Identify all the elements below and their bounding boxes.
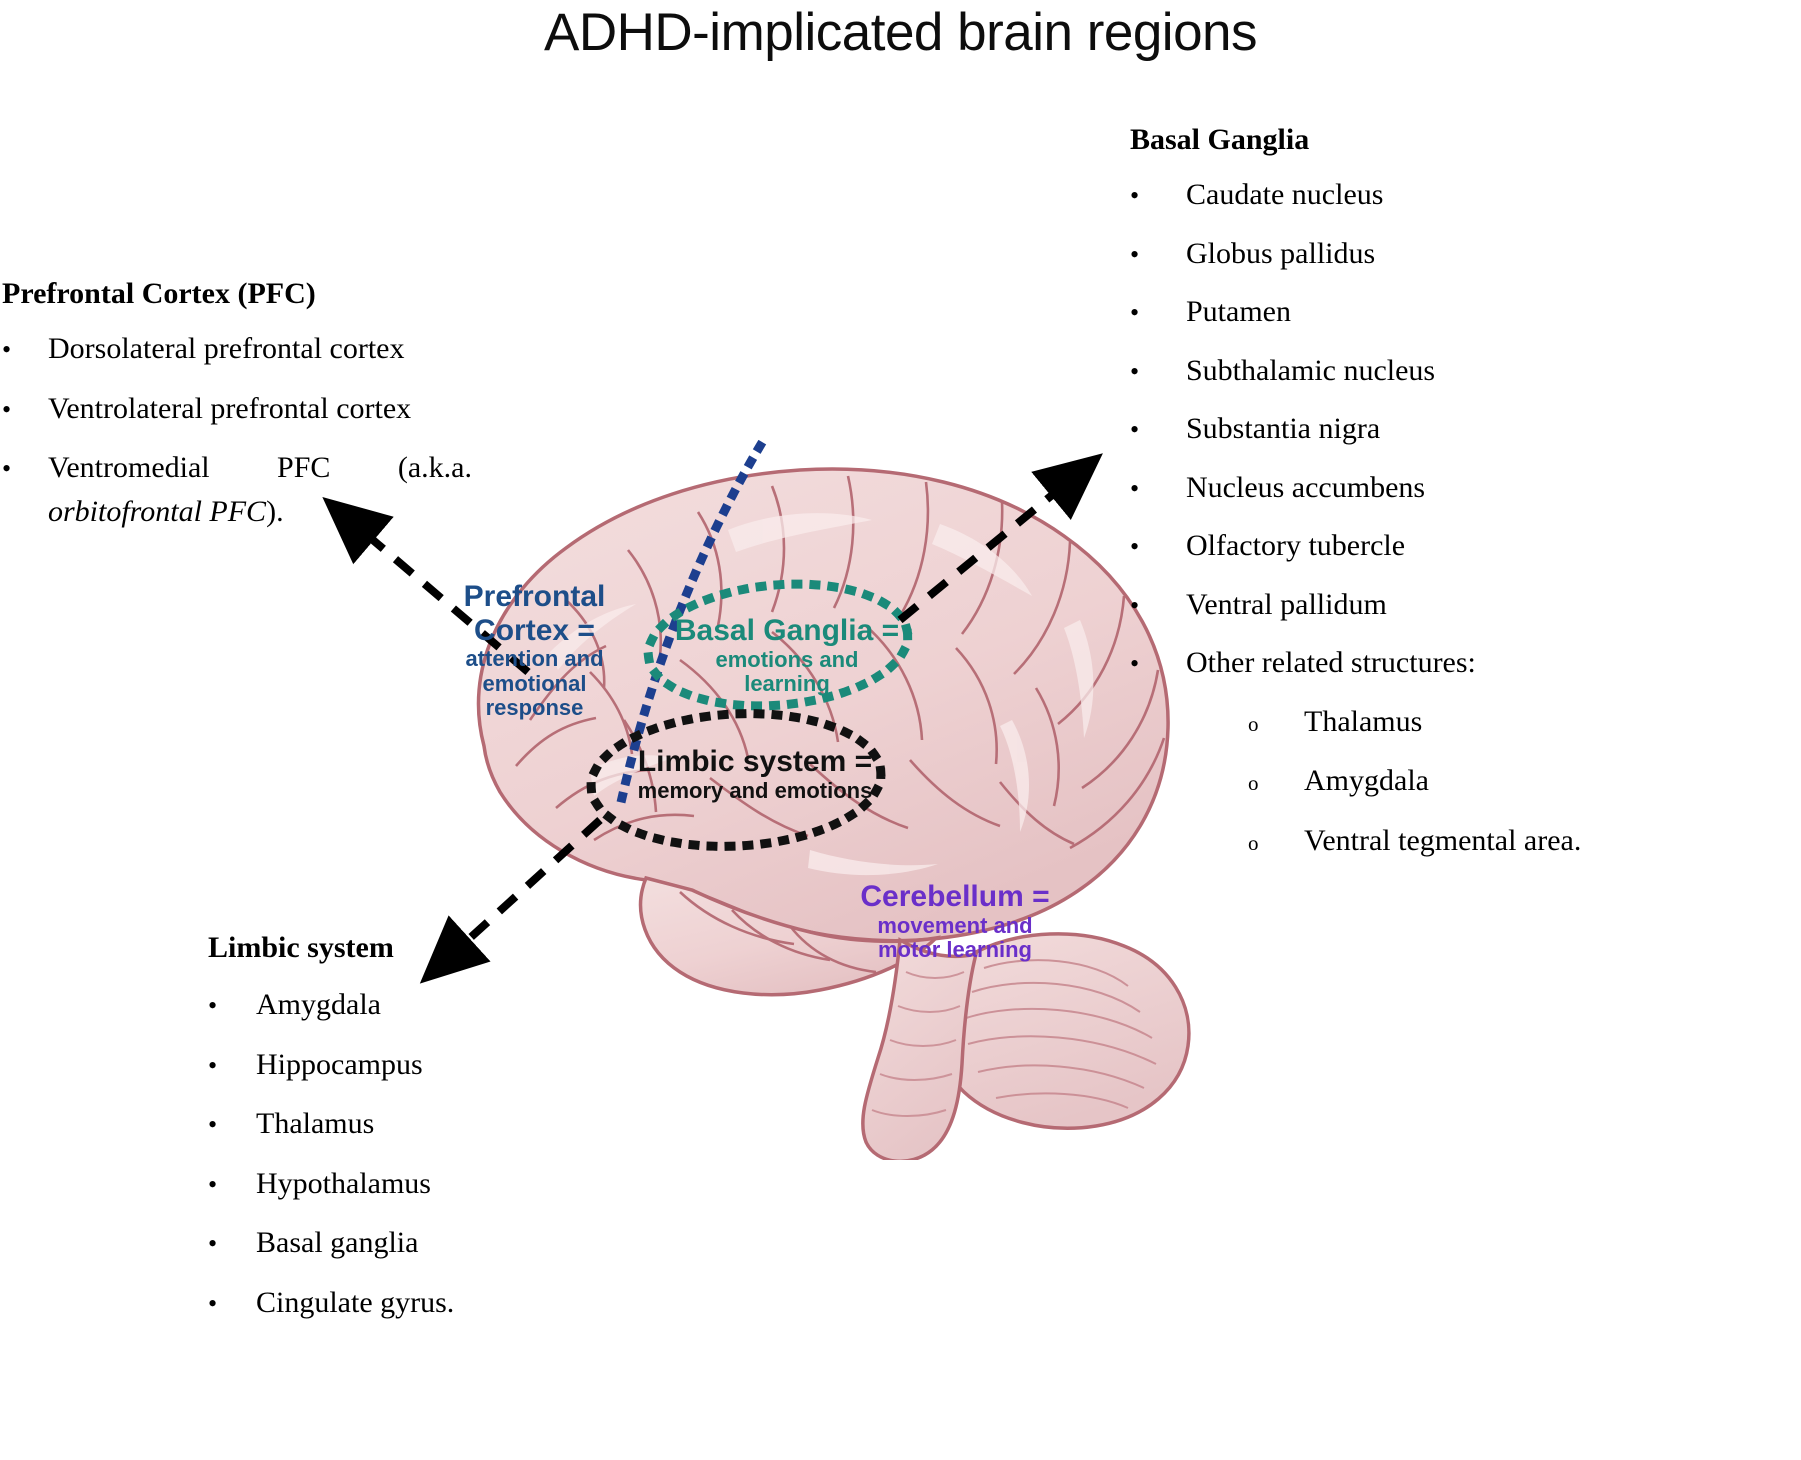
figure-label-cerebellum-title: Cerebellum = [860, 880, 1050, 913]
list-item-word-3: (a.k.a. [397, 451, 472, 484]
list-item: • Olfactory tubercle [1130, 527, 1801, 565]
figure-label-bg-detail: emotions and learning [715, 646, 859, 697]
limbic-system-list: Limbic system • Amygdala • Hippocampus •… [208, 930, 728, 1321]
figure-label-bg-title: Basal Ganglia = [674, 614, 900, 647]
list-item-label: Globus pallidus [1186, 236, 1376, 270]
list-item: • Other related structures: [1130, 644, 1801, 682]
bullet-icon: • [1130, 532, 1140, 561]
list-item: • Substantia nigra [1130, 410, 1801, 448]
sub-list-item-label: Ventral tegmental area. [1304, 823, 1582, 857]
list-item-label: Other related structures: [1186, 646, 1476, 679]
list-item: • Putamen [1130, 293, 1801, 331]
list-item-word-2: PFC [277, 451, 331, 484]
bullet-icon: • [2, 394, 12, 424]
figure-label-cerebellum: Cerebellum = movement and motor learning [855, 880, 1055, 963]
bullet-icon: • [2, 335, 12, 364]
list-item-label: Subthalamic nucleus [1186, 353, 1436, 387]
list-item: • Nucleus accumbens [1130, 469, 1801, 507]
list-item-continuation-tail: ). [266, 494, 284, 528]
list-item-label: Thalamus [256, 1107, 375, 1140]
figure-label-prefrontal-cortex: Prefrontal Cortex = attention and emotio… [447, 580, 622, 721]
list-item-label: Ventral pallidum [1186, 587, 1387, 621]
list-item: • Globus pallidus [1130, 235, 1801, 273]
figure-label-limbic-system: Limbic system = memory and emotions [630, 745, 880, 803]
figure-label-limbic-detail: memory and emotions [637, 777, 873, 803]
list-item: • Ventrolateral prefrontal cortex [2, 390, 472, 428]
list-item: • Ventromedial PFC (a.k.a. [2, 449, 472, 487]
list-item: • Ventral pallidum [1130, 586, 1801, 624]
list-item: • Dorsolateral prefrontal cortex [2, 330, 472, 368]
list-item-label: Substantia nigra [1186, 412, 1381, 445]
list-item-label: Basal ganglia [256, 1226, 419, 1259]
list-item-label: Hippocampus [256, 1047, 423, 1081]
figure-label-basal-ganglia: Basal Ganglia = emotions and learning [672, 614, 902, 697]
bullet-icon: • [1130, 473, 1140, 503]
list-item: • Amygdala [208, 986, 728, 1024]
bullet-icon: • [1130, 415, 1140, 444]
list-item: • Basal ganglia [208, 1224, 728, 1262]
bullet-icon: • [208, 1110, 218, 1139]
list-item: • Subthalamic nucleus [1130, 352, 1801, 390]
list-item-label: Hypothalamus [256, 1166, 431, 1200]
figure-label-limbic-title: Limbic system = [637, 745, 873, 778]
basal-ganglia-heading: Basal Ganglia [1130, 123, 1310, 156]
bullet-icon: • [1130, 590, 1140, 620]
limbic-heading: Limbic system [208, 931, 394, 964]
list-item-label: Cingulate gyrus. [256, 1285, 455, 1319]
list-item-label: Olfactory tubercle [1186, 529, 1406, 562]
bullet-icon: • [208, 1050, 218, 1080]
sub-bullet-icon: o [1248, 771, 1259, 795]
bullet-icon: • [208, 1229, 218, 1258]
list-item-label: Ventromedial PFC (a.k.a. [48, 449, 472, 487]
sub-list-item-label: Thalamus [1304, 704, 1423, 738]
list-item-word-1: Ventromedial [48, 451, 210, 484]
list-item-continuation: orbitofrontal PFC). [48, 493, 472, 531]
figure-label-pfc-title: Prefrontal Cortex = [463, 580, 606, 647]
prefrontal-cortex-list: Prefrontal Cortex (PFC) • Dorsolateral p… [2, 276, 472, 530]
sub-list-item: o Amygdala [1248, 762, 1801, 800]
figure-label-pfc-detail: attention and emotional response [465, 646, 604, 721]
basal-ganglia-list: Basal Ganglia • Caudate nucleus • Globus… [1130, 122, 1801, 859]
bullet-icon: • [1130, 181, 1140, 210]
list-item-label: Nucleus accumbens [1186, 470, 1426, 504]
sub-bullet-icon: o [1248, 711, 1259, 736]
list-item-label: Amygdala [256, 988, 381, 1021]
list-item: • Thalamus [208, 1105, 728, 1143]
sub-list-item: o Thalamus [1248, 703, 1801, 741]
figure-label-cerebellum-detail: movement and motor learning [877, 912, 1033, 963]
pfc-heading: Prefrontal Cortex (PFC) [2, 277, 316, 310]
bullet-icon: • [1130, 239, 1140, 269]
list-item: • Caudate nucleus [1130, 176, 1801, 214]
bullet-icon: • [208, 1288, 218, 1318]
bullet-icon: • [1130, 298, 1140, 327]
list-item: • Hypothalamus [208, 1165, 728, 1203]
bullet-icon: • [1130, 649, 1140, 678]
list-item-label: Dorsolateral prefrontal cortex [48, 332, 405, 365]
bullet-icon: • [208, 1169, 218, 1199]
list-item: • Cingulate gyrus. [208, 1284, 728, 1322]
page-title: ADHD-implicated brain regions [543, 3, 1258, 62]
sub-list-item: o Ventral tegmental area. [1248, 822, 1801, 860]
list-item-label: Ventrolateral prefrontal cortex [48, 391, 412, 425]
bullet-icon: • [208, 991, 218, 1020]
bullet-icon: • [1130, 356, 1140, 386]
list-item-label: Putamen [1186, 295, 1291, 328]
list-item-label: Caudate nucleus [1186, 178, 1384, 211]
list-item: • Hippocampus [208, 1046, 728, 1084]
sub-list-item-label: Amygdala [1304, 764, 1429, 797]
list-item-continuation-italic: orbitofrontal PFC [48, 494, 267, 528]
bullet-icon: • [2, 454, 12, 483]
sub-bullet-icon: o [1248, 830, 1259, 855]
